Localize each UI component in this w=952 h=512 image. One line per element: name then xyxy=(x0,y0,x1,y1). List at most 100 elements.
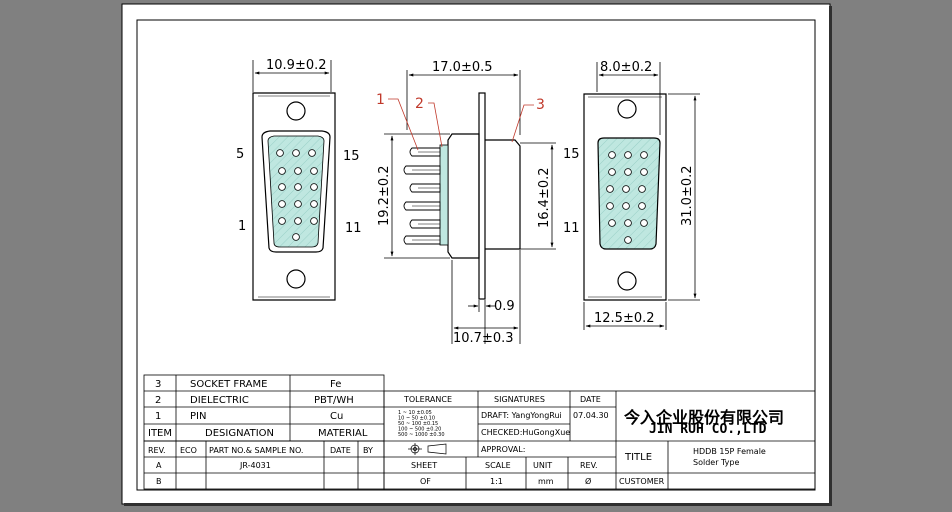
rev-header: REV. xyxy=(148,446,166,455)
pin-hole xyxy=(622,185,630,193)
pin-label: 15 xyxy=(343,149,360,164)
title-block xyxy=(383,390,816,490)
pin-hole xyxy=(278,200,286,208)
sheet-value: OF xyxy=(420,477,431,486)
revision-table xyxy=(143,440,385,490)
callout-2: 2 xyxy=(415,96,424,112)
side-flange-dim: 0.9 xyxy=(494,299,515,314)
title-line1: HDDB 15P Female xyxy=(693,447,766,456)
pin-hole xyxy=(640,151,648,159)
pin-hole xyxy=(310,200,318,208)
pin-hole xyxy=(310,217,318,225)
pin-hole xyxy=(294,183,302,191)
front-view: 10.9±0.2 5 15 1 11 xyxy=(236,58,362,301)
bom-item: 2 xyxy=(155,395,161,406)
side-height-dim: 19.2±0.2 xyxy=(377,165,392,226)
bom-item: 1 xyxy=(155,411,161,422)
scale-value: 1:1 xyxy=(490,477,503,486)
pin-hole xyxy=(606,202,614,210)
pin-hole xyxy=(608,219,616,227)
rear-view: 8.0±0.2 31.0±0.2 12.5±0.2 15 11 xyxy=(563,60,700,330)
pin-label: 11 xyxy=(563,221,580,236)
bom-designation: SOCKET FRAME xyxy=(190,379,267,390)
pin-hole xyxy=(278,183,286,191)
checked-signature: CHECKED:HuGongXue xyxy=(481,428,570,437)
front-width-dim: 10.9±0.2 xyxy=(266,58,327,73)
pin-hole xyxy=(624,168,632,176)
bom-header-material: MATERIAL xyxy=(318,428,368,439)
pin-label: 1 xyxy=(238,219,246,234)
pin-hole xyxy=(624,151,632,159)
pin-hole xyxy=(638,185,646,193)
callout-3: 3 xyxy=(536,97,545,113)
scale-label: SCALE xyxy=(485,461,511,470)
pin-hole xyxy=(292,233,300,241)
side-shell-height-dim: 16.4±0.2 xyxy=(537,167,552,228)
pin-hole xyxy=(606,185,614,193)
company-name-en: JIN RUH CO.,LTD xyxy=(649,422,767,437)
bom-item: 3 xyxy=(155,379,161,390)
pin-hole xyxy=(276,149,284,157)
pin-hole xyxy=(308,149,316,157)
sheet-label: SHEET xyxy=(411,461,437,470)
customer-label: CUSTOMER xyxy=(619,477,665,486)
title-line2: Solder Type xyxy=(693,458,739,467)
pin-hole xyxy=(294,167,302,175)
rear-height-dim: 31.0±0.2 xyxy=(680,165,695,226)
pin-hole xyxy=(608,151,616,159)
pin-hole xyxy=(640,168,648,176)
pin-hole xyxy=(278,167,286,175)
tolerance-line: 1 ~ 10 ±0.05 xyxy=(398,410,432,416)
pin-hole xyxy=(624,219,632,227)
rev-value: Ø xyxy=(585,476,591,486)
signatures-label: SIGNATURES xyxy=(494,395,545,404)
rev-header: BY xyxy=(363,446,373,455)
approval-signature: APPROVAL: xyxy=(481,445,525,454)
company-name-cn: 今入企业股份有限公司 xyxy=(623,408,784,427)
pin-hole xyxy=(608,168,616,176)
rev-header: PART NO.& SAMPLE NO. xyxy=(209,446,303,455)
pin-hole xyxy=(294,200,302,208)
pin-label: 15 xyxy=(563,147,580,162)
tolerance-line: 10 ~ 50 ±0.10 xyxy=(398,416,435,422)
bom-material: Fe xyxy=(330,379,341,390)
rear-flange-dim: 12.5±0.2 xyxy=(594,311,655,326)
bom-header-item: ITEM xyxy=(148,428,172,439)
front-pin-holes xyxy=(276,149,318,241)
mount-hole-icon xyxy=(286,269,306,289)
side-solder-cups xyxy=(403,147,441,245)
callout-1: 1 xyxy=(376,92,385,108)
rev-label: REV. xyxy=(580,461,598,470)
mount-hole-icon xyxy=(617,271,637,291)
rear-width-dim: 8.0±0.2 xyxy=(600,60,652,75)
date-value: 07.04.30 xyxy=(573,411,609,420)
title-label: TITLE xyxy=(624,452,652,463)
rev-header: DATE xyxy=(330,446,351,455)
mount-hole-icon xyxy=(286,101,306,121)
bom-material: Cu xyxy=(330,411,343,422)
bom-material: PBT/WH xyxy=(314,395,354,406)
pin-hole xyxy=(292,149,300,157)
tolerance-label: TOLERANCE xyxy=(403,395,452,404)
tolerance-line: 100 ~ 500 ±0.20 xyxy=(398,427,441,433)
unit-value: mm xyxy=(538,477,554,486)
pin-label: 5 xyxy=(236,147,244,162)
pin-hole xyxy=(310,167,318,175)
rev-cell: B xyxy=(156,477,162,486)
tolerance-line: 50 ~ 100 ±0.15 xyxy=(398,421,438,427)
draft-signature: DRAFT: YangYongRui xyxy=(481,411,562,420)
pin-hole xyxy=(638,202,646,210)
tolerance-line: 500 ~ 1000 ±0.30 xyxy=(398,432,445,438)
pin-hole xyxy=(294,217,302,225)
date-label: DATE xyxy=(580,395,601,404)
pin-hole xyxy=(622,202,630,210)
bom-designation: PIN xyxy=(190,411,206,422)
side-view: 17.0±0.5 19.2±0.2 16.4±0.2 0.9 10.7±0.3 … xyxy=(376,60,556,346)
pin-label: 11 xyxy=(345,221,362,236)
side-depth-dim: 10.7±0.3 xyxy=(453,331,514,346)
pin-hole xyxy=(624,236,632,244)
side-length-dim: 17.0±0.5 xyxy=(432,60,493,75)
pin-hole xyxy=(278,217,286,225)
